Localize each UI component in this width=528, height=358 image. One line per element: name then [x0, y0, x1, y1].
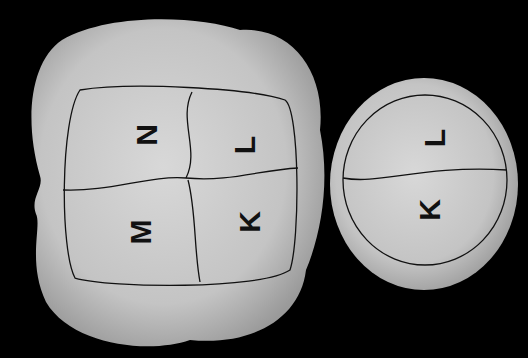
groove-line: [343, 169, 507, 179]
occlusal-table: [64, 86, 297, 285]
cusp-region: L: [416, 119, 454, 157]
occlusal-table: [343, 95, 507, 265]
cusp-letter: N: [132, 124, 162, 146]
cusp-region: K: [231, 203, 269, 241]
premolar-outline: [330, 78, 518, 290]
cusp-letter: K: [235, 211, 265, 233]
cusp-letter: M: [125, 220, 155, 245]
cusp-region: M: [121, 213, 159, 251]
groove-line: [63, 168, 298, 190]
cusp-region: L: [226, 126, 264, 164]
cusp-region: N: [128, 116, 166, 154]
groove-line: [186, 92, 192, 178]
cusp-letter: L: [230, 136, 260, 154]
background: [8, 4, 524, 354]
cusp-letter: L: [420, 129, 450, 147]
groove-line: [188, 180, 200, 282]
cusp-letter: K: [415, 199, 445, 221]
cusp-region: K: [411, 191, 449, 229]
molar-outline: [31, 19, 324, 346]
